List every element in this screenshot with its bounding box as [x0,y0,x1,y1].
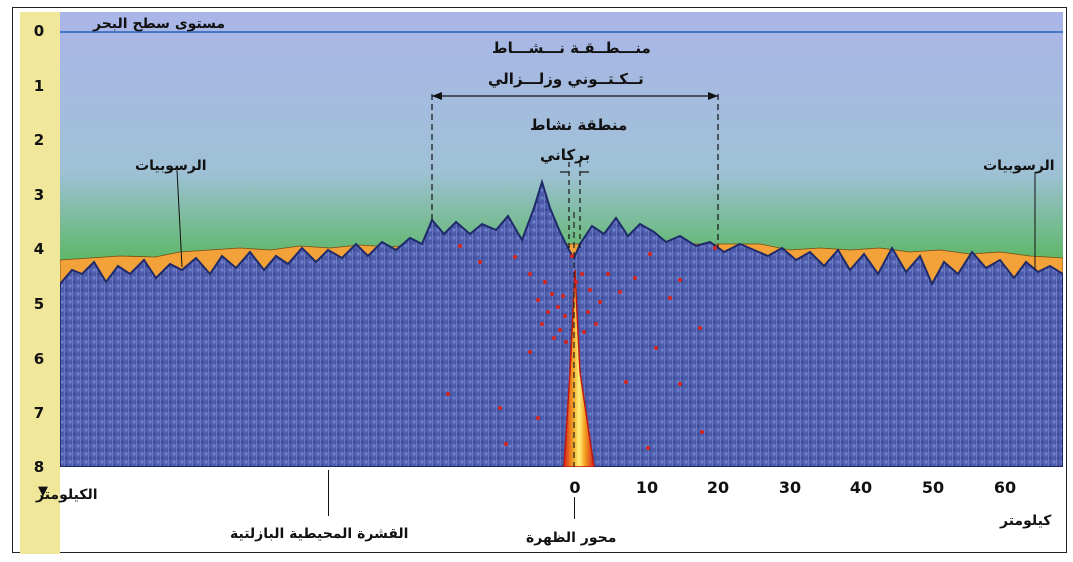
tectonic-zone-label-line2: تــكـتــوني وزلـــزالي [488,70,644,88]
depth-tick: 8 [33,458,45,476]
depth-tick: 1 [33,77,45,95]
depth-axis-arrow: ▼ [38,484,48,499]
magma-chamber [563,269,595,468]
tectonic-zone-label-line1: منـــطــقـة نـــشـــاط [492,39,651,57]
depth-unit-label: الكيلومتر [36,487,98,503]
depth-tick: 3 [33,186,45,204]
depth-tick: 4 [33,240,45,258]
ridge-axis-leader [574,497,575,519]
basaltic-crust-label: القشرة المحيطية البازلتية [230,526,409,542]
basaltic-crust [59,178,1064,468]
depth-tick: 5 [33,295,45,313]
distance-tick: 40 [849,478,873,497]
distance-tick: 30 [778,478,802,497]
distance-tick: 50 [921,478,945,497]
cross-section-drawing [59,12,1064,468]
distance-tick: 0 [569,478,581,497]
sea-level-label: مستوى سطح البحر [93,16,226,32]
tectonic-arrow-left [432,92,442,100]
distance-tick: 60 [993,478,1017,497]
tectonic-arrow-right [708,92,718,100]
cross-section [59,12,1064,468]
distance-tick: 20 [706,478,730,497]
distance-tick: 10 [635,478,659,497]
sediments-right-label: الرسوبيات [983,158,1055,174]
sediments-left-leader [176,169,183,268]
distance-unit-label: كيلومتر [1000,513,1052,529]
ridge-axis-label: محور الظهرة [526,530,617,546]
crust-label-leader [328,470,329,516]
earthquake-foci [446,244,717,450]
depth-tick: 0 [33,22,45,40]
volcanic-zone-label-line1: منطقة نشاط [530,116,628,134]
depth-scale-bar [20,12,60,554]
depth-tick: 2 [33,131,45,149]
depth-tick: 7 [33,404,45,422]
depth-tick: 6 [33,350,45,368]
sediments-left-label: الرسوبيات [135,158,207,174]
volcanic-zone-label-line2: بركاني [540,146,591,164]
